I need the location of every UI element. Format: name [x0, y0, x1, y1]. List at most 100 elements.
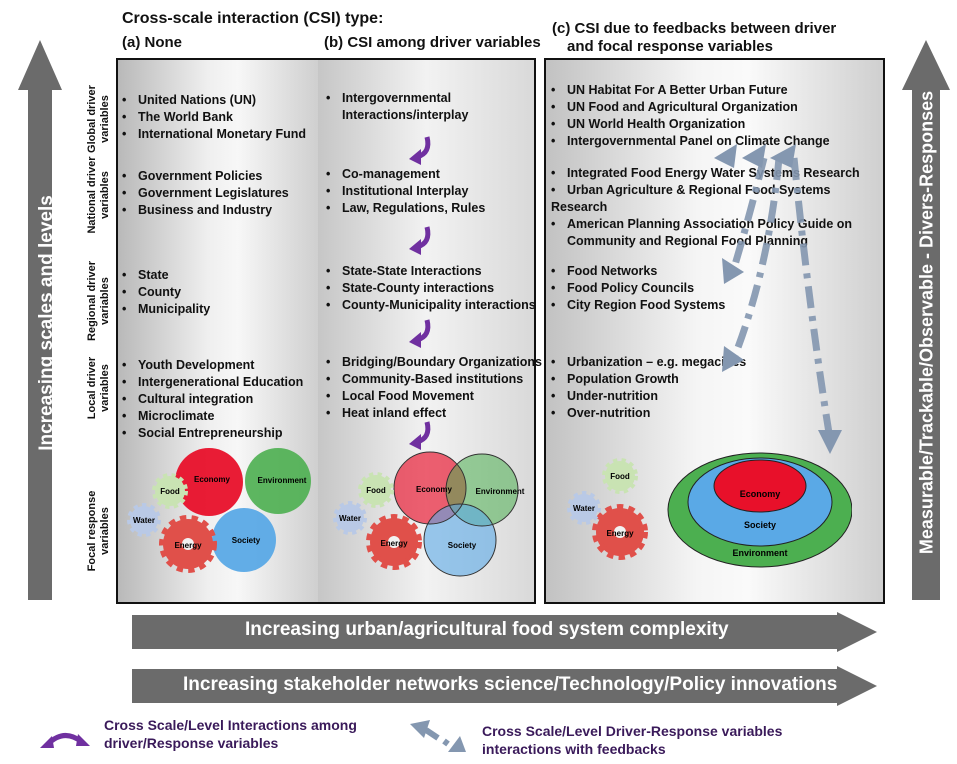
- list-item: Urban Agriculture & Regional Food System…: [551, 182, 881, 216]
- row-label-regional: Regional driver variables: [86, 246, 112, 356]
- purple-curved-arrow-icon: [409, 226, 431, 255]
- col-a-regional-list: State County Municipality: [122, 267, 210, 318]
- list-item: Government Legislatures: [122, 185, 289, 202]
- environment-label: Environment: [476, 487, 525, 496]
- row-label-focal-line1: Focal response: [86, 490, 98, 572]
- legend-blue-line2: interactions with feedbacks: [482, 741, 666, 757]
- list-item: Local Food Movement: [326, 388, 542, 405]
- list-item: UN Food and Agricultural Organization: [551, 99, 830, 116]
- list-item: Institutional Interplay: [326, 183, 485, 200]
- list-item: International Monetary Fund: [122, 126, 306, 143]
- list-item-text: American Planning Association Policy Gui…: [567, 217, 853, 248]
- society-label: Society: [744, 520, 776, 530]
- list-item: Business and Industry: [122, 202, 289, 219]
- food-gear-icon: Food: [602, 458, 638, 494]
- purple-curved-arrow-icon: [409, 319, 431, 348]
- feedback-arrowhead-icon: [714, 144, 737, 168]
- list-item: Law, Regulations, Rules: [326, 200, 485, 217]
- list-item: United Nations (UN): [122, 92, 306, 109]
- list-item: Food Networks: [551, 263, 725, 280]
- economy-ellipse: [713, 459, 807, 513]
- row-label-national: National driver variables: [86, 140, 112, 250]
- water-label: Water: [573, 504, 595, 513]
- energy-gear-icon: Energy: [366, 514, 422, 570]
- environment-circle: [245, 448, 311, 514]
- list-item: Municipality: [122, 301, 210, 318]
- feedback-arrowhead-icon: [722, 346, 744, 372]
- list-item: UN Habitat For A Better Urban Future: [551, 82, 830, 99]
- list-item: State-State Interactions: [326, 263, 536, 280]
- environment-label: Environment: [258, 476, 307, 485]
- list-item: The World Bank: [122, 109, 306, 126]
- water-gear-icon: Water: [567, 491, 601, 525]
- list-item: Intergovernmental Panel on Climate Chang…: [551, 133, 830, 150]
- legend-purple-line2: driver/Response variables: [104, 735, 279, 751]
- row-label-local-line1: Local driver: [86, 356, 98, 420]
- row-label-local: Local driver variables: [86, 343, 112, 433]
- col-a-local-list: Youth Development Intergenerational Educ…: [122, 357, 303, 442]
- list-item: UN World Health Organization: [551, 116, 830, 133]
- row-label-focal: Focal response variables: [86, 476, 112, 586]
- list-item: Social Entrepreneurship: [122, 425, 303, 442]
- col-a-global-list: United Nations (UN) The World Bank Inter…: [122, 92, 306, 143]
- column-a-header: (a) None: [122, 34, 182, 51]
- list-item: Intergovernmental Interactions/interplay: [326, 90, 522, 124]
- horizontal-arrow-innovations: [132, 666, 877, 706]
- economy-label: Economy: [416, 485, 453, 494]
- energy-label: Energy: [606, 529, 634, 538]
- list-item: Intergenerational Education: [122, 374, 303, 391]
- food-label: Food: [366, 486, 386, 495]
- row-label-national-line2: variables: [99, 171, 111, 219]
- water-label: Water: [133, 516, 155, 525]
- col-c-national-list: Integrated Food Energy Water Systems Res…: [551, 165, 881, 250]
- feedback-arrow-line: [730, 157, 783, 360]
- list-item: Youth Development: [122, 357, 303, 374]
- col-a-national-list: Government Policies Government Legislatu…: [122, 168, 289, 219]
- figure-title: Cross-scale interaction (CSI) type:: [122, 10, 384, 27]
- row-label-focal-line2: variables: [99, 507, 111, 555]
- feedback-arrowhead-icon: [722, 258, 744, 284]
- list-item: State-County interactions: [326, 280, 536, 297]
- list-item: American Planning Association Policy Gui…: [551, 216, 881, 250]
- economy-circle: [175, 448, 243, 516]
- feedback-arrows: [714, 144, 842, 454]
- list-item: County-Municipality interactions: [326, 297, 536, 314]
- energy-gear-icon: Energy: [159, 515, 217, 573]
- list-item: Integrated Food Energy Water Systems Res…: [551, 165, 881, 182]
- list-item: Under-nutrition: [551, 388, 746, 405]
- water-label: Water: [339, 514, 361, 523]
- economy-label: Economy: [194, 475, 231, 484]
- col-b-global-list: Intergovernmental Interactions/interplay: [326, 90, 522, 124]
- horizontal-arrow-complexity: [132, 612, 877, 652]
- legend-blue-text: Cross Scale/Level Driver-Response variab…: [482, 722, 782, 758]
- economy-outline: [393, 451, 467, 525]
- feedback-arrow-line: [730, 157, 768, 270]
- environment-outline: [445, 453, 519, 527]
- list-item: City Region Food Systems: [551, 297, 725, 314]
- society-outline: [423, 503, 497, 577]
- food-gear-icon: Food: [152, 473, 188, 509]
- horizontal-arrow-complexity-label: Increasing urban/agricultural food syste…: [245, 619, 729, 640]
- list-item: Government Policies: [122, 168, 289, 185]
- horizontal-arrow-innovations-label: Increasing stakeholder networks science/…: [183, 674, 838, 695]
- purple-curved-arrow-icon: [409, 421, 431, 450]
- water-gear-icon: Water: [333, 501, 367, 535]
- purple-curved-arrow-icon: [409, 136, 431, 165]
- feedback-arrowhead-icon: [770, 144, 796, 168]
- list-item-text: Intergovernmental Interactions/interplay: [342, 91, 469, 122]
- society-label: Society: [448, 541, 477, 550]
- food-gear-icon: Food: [358, 472, 394, 508]
- left-vertical-arrow: [18, 40, 62, 600]
- economy-label: Economy: [740, 489, 781, 499]
- list-item: Heat inland effect: [326, 405, 542, 422]
- list-item: County: [122, 284, 210, 301]
- food-label: Food: [610, 472, 630, 481]
- list-item: Microclimate: [122, 408, 303, 425]
- list-item: State: [122, 267, 210, 284]
- row-label-local-line2: variables: [99, 364, 111, 412]
- col-c-global-list: UN Habitat For A Better Urban Future UN …: [551, 82, 830, 150]
- environment-label: Environment: [732, 548, 787, 558]
- feedback-arrowhead-icon: [818, 430, 842, 454]
- right-arrow-label: Measurable/Trackable/Observable - Divers…: [916, 90, 937, 555]
- focal-diagram-b: Economy Environment Society Energy Food …: [333, 451, 525, 577]
